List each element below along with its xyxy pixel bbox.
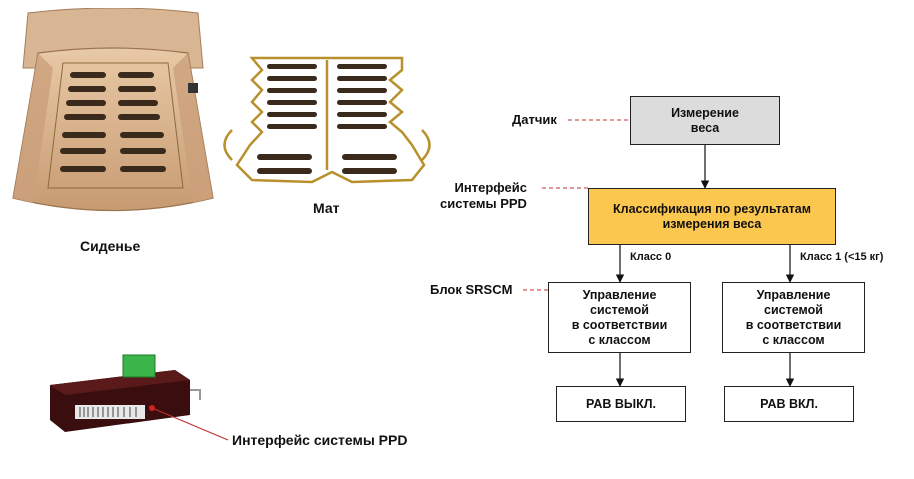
weight-measure-box: Измерение веса [630, 96, 780, 145]
mat-illustration [223, 56, 431, 184]
control-left-box: Управление системой в соответствии с кла… [548, 282, 691, 353]
class0-label: Класс 0 [630, 251, 672, 263]
class1-label: Класс 1 (<15 кг) [800, 251, 884, 263]
classification-box: Классификация по результатам измерения в… [588, 188, 836, 245]
ppd-module-image [40, 350, 210, 440]
seat-image [8, 8, 218, 223]
sensor-label: Датчик [512, 112, 557, 127]
seat-illustration [12, 8, 214, 212]
control-right-box: Управление системой в соответствии с кла… [722, 282, 865, 353]
module-caption: Интерфейс системы PPD [232, 432, 408, 448]
ppd-interface-label: Интерфейс системы PPD [440, 180, 527, 211]
pab-off-box: PAB ВЫКЛ. [556, 386, 686, 422]
seat-caption: Сиденье [80, 238, 141, 254]
module-illustration [50, 354, 201, 432]
pab-on-box: PAB ВКЛ. [724, 386, 854, 422]
srscm-label: Блок SRSCM [430, 282, 513, 297]
mat-image [212, 50, 442, 190]
mat-caption: Мат [313, 200, 340, 216]
